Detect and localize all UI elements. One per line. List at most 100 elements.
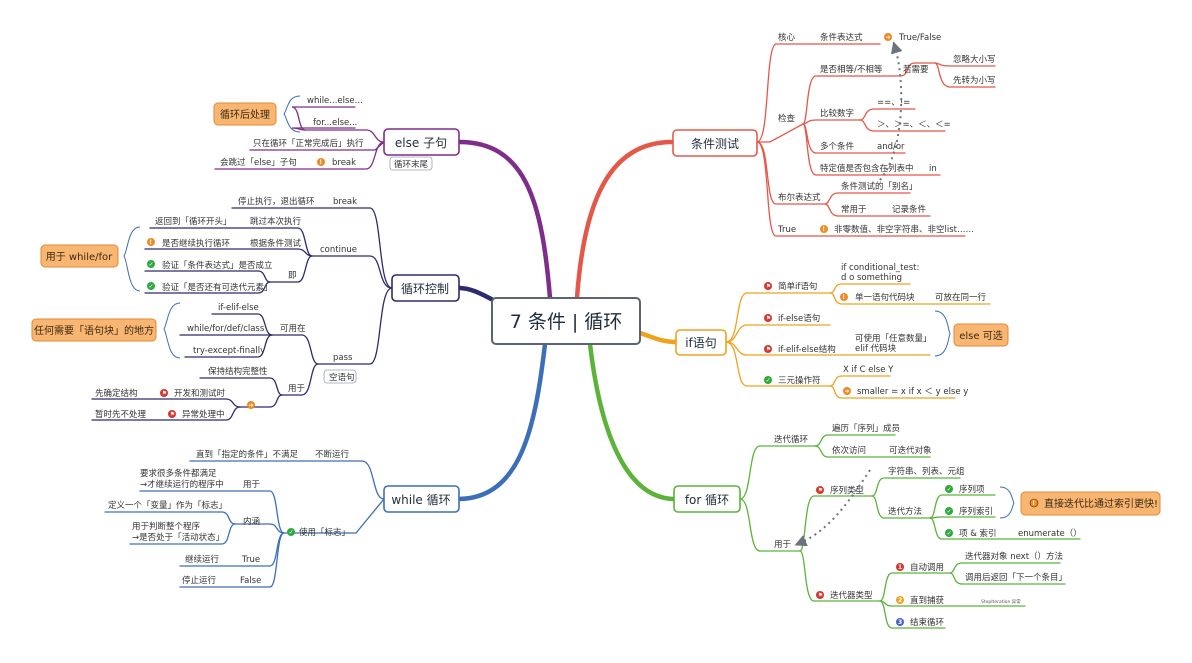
iterable-label: 可迭代对象	[889, 445, 932, 456]
compare-numbers-label: 比较数字	[820, 108, 854, 119]
bool-expr-label: 布尔表达式	[778, 192, 821, 203]
loop-end-tag	[389, 156, 433, 171]
faster-iter-note[interactable]	[1020, 491, 1161, 516]
continue-label: continue	[320, 245, 357, 255]
if-branch	[725, 283, 991, 399]
priority-3-glyph: 3	[898, 619, 902, 626]
for-node[interactable]	[673, 485, 741, 513]
single-stmt-label: 单一语句代码块	[855, 292, 915, 303]
flag-icon	[764, 282, 772, 290]
in-list-label: 特定值是否包含在列表中	[820, 163, 914, 174]
post-loop-note[interactable]	[213, 102, 277, 126]
relations	[794, 41, 903, 547]
if-test-node[interactable]	[672, 129, 758, 157]
check-label: 检查	[778, 113, 796, 124]
by-condition-label: 根据条件测试	[250, 238, 302, 249]
flag-icon-glyph: ⚑	[818, 487, 823, 494]
skip-else-label: 会跳过「else」子句	[220, 157, 297, 168]
multi-condition-label: 多个条件	[820, 141, 855, 152]
code-line-1: if conditional_test:	[841, 263, 919, 273]
if-node[interactable]	[675, 329, 727, 356]
check-icon	[764, 376, 772, 384]
important-icon-glyph: !	[842, 294, 845, 301]
while-for-bracket	[123, 226, 141, 292]
code-line-2: d o something	[841, 273, 902, 283]
block-bracket	[163, 302, 181, 359]
post-loop-bracket	[283, 95, 301, 133]
central-topic[interactable]: 7 条件 | 循环	[491, 297, 641, 345]
else-optional-text: else 可选	[959, 329, 1002, 342]
branch-line-if-test	[574, 139, 675, 301]
until-catch-label: 直到捕获	[910, 595, 945, 606]
continue-running-label: 继续运行	[185, 554, 220, 565]
loop-ctrl-node[interactable]	[391, 274, 460, 302]
true-desc-label: 非零数值、非空字符串、非空list……	[834, 224, 974, 235]
else-labels: while...else... for...else... 只在循环「正常完成后…	[220, 95, 433, 171]
compare-ops-label: ＞、＞=、＜、＜=	[877, 120, 951, 130]
and-or-label: and/or	[877, 142, 905, 152]
else-bracket	[934, 310, 951, 357]
true-value-label: True	[241, 555, 260, 565]
in-op-label: in	[929, 164, 937, 174]
for-else-label: for...else...	[313, 118, 357, 128]
flag-icon-glyph: ⚑	[766, 315, 771, 322]
judge-program-label: 用于判断整个程序	[132, 521, 201, 532]
else-node[interactable]	[383, 128, 460, 156]
while-else-label: while...else...	[307, 96, 363, 106]
while-for-note[interactable]	[40, 244, 119, 268]
block-anywhere-note[interactable]	[31, 318, 157, 342]
flag-icon-glyph: ⚑	[766, 346, 771, 353]
central-topic-label: 7 条件 | 循环	[510, 311, 623, 333]
main-branches	[456, 139, 679, 502]
end-loop-label: 结束循环	[910, 617, 945, 628]
arrow-icon	[247, 401, 255, 409]
else-optional-note[interactable]	[953, 323, 1009, 347]
if-labels: ⚑ 简单if语句 if conditional_test: d o someth…	[764, 263, 987, 397]
break-label: break	[333, 197, 357, 207]
true-false-label: True/False	[898, 33, 941, 43]
only-after-label: 只在循环「正常完成后」执行	[253, 138, 364, 149]
condition-expr-label: 条件表达式	[820, 32, 863, 43]
while-node[interactable]	[383, 485, 460, 513]
eq-label: 是否相等/不相等	[820, 64, 883, 75]
while-for-text: 用于 while/for	[46, 252, 113, 263]
eq-ops-label: ==、!=	[877, 98, 910, 108]
while-for-def-class-label: while/for/def/class	[187, 324, 265, 334]
pass-used-label: 用于	[288, 384, 306, 394]
flag-icon	[168, 410, 176, 418]
if-test-node-label: 条件测试	[691, 136, 739, 151]
faster-bracket	[999, 486, 1015, 519]
core-label: 核心	[778, 32, 796, 43]
loop-end-label: 循环末尾	[394, 159, 429, 170]
ie-label: 即	[288, 271, 297, 281]
important-icon-glyph: !	[149, 239, 152, 246]
branch-line-if	[637, 330, 679, 345]
flag-icon	[816, 486, 824, 494]
loop-ctrl-branch	[91, 207, 393, 421]
post-loop-text: 循环后处理	[220, 108, 270, 121]
enumerate-label: enumerate（）	[1018, 528, 1082, 539]
while-labels: 直到「指定的条件」不满足 不断运行 ✓ 使用「标志」 用于 要求很多条件都满足 …	[108, 449, 350, 586]
relation-arrow	[794, 469, 871, 547]
try-except-finally-label: try-except-finally	[193, 346, 265, 356]
central-topic-box[interactable]	[491, 297, 641, 345]
priority-1-icon	[896, 563, 904, 571]
check-icon	[945, 485, 953, 493]
check-icon	[945, 507, 953, 515]
iter-loop-label: 迭代循环	[774, 434, 809, 445]
check-icon-glyph: ✓	[947, 486, 952, 493]
active-state-label: →是否处于「活动状态」	[132, 532, 224, 543]
for-used-label: 用于	[774, 540, 792, 550]
else-break-label: break	[332, 158, 356, 168]
check-icon	[147, 260, 155, 268]
keep-structure-label: 保持结构完整性	[208, 366, 268, 377]
priority-2-icon	[896, 596, 904, 604]
check-icon	[945, 529, 953, 537]
important-icon-glyph: !	[319, 159, 322, 166]
check-icon-glyph: ✓	[149, 261, 154, 268]
exception-label: 异常处理中	[182, 409, 225, 420]
ternary-form-label: X if C else Y	[843, 365, 894, 375]
item-and-index-label: 项 & 索引	[959, 528, 997, 539]
important-icon	[1029, 498, 1039, 508]
